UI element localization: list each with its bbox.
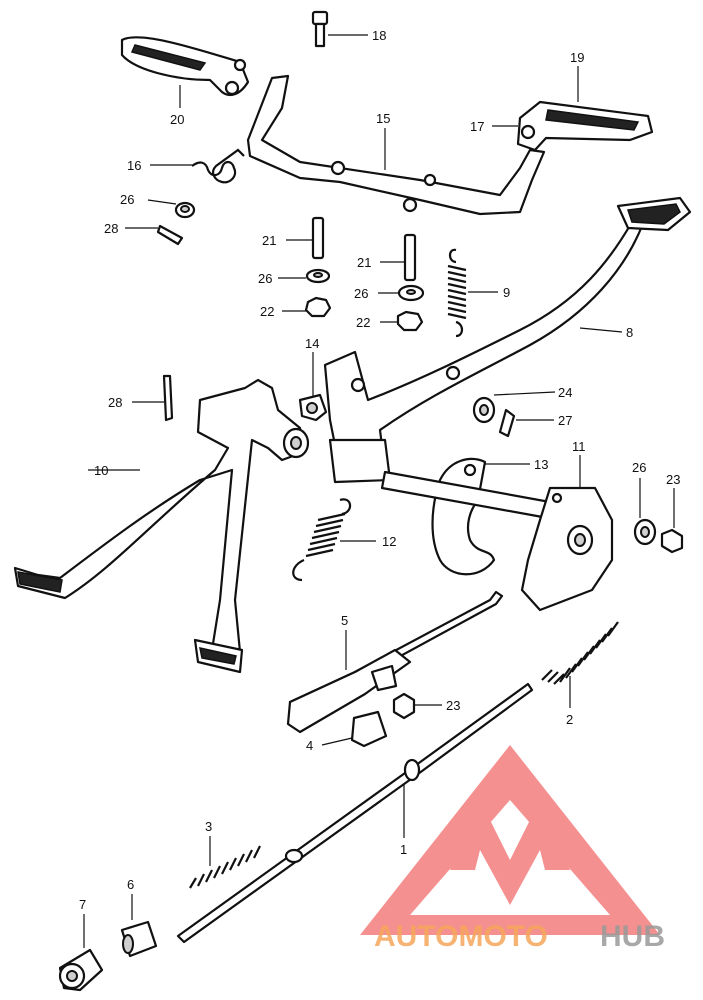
part-26-washer-a <box>147 199 196 219</box>
part-26-washer-b <box>278 268 331 284</box>
part-23-nut-b <box>392 692 442 720</box>
label-21-a: 21 <box>262 233 276 248</box>
part-13-plate <box>431 457 530 576</box>
part-18-bolt <box>311 10 368 48</box>
label-20: 20 <box>170 112 184 127</box>
label-8: 8 <box>626 325 633 340</box>
label-23-a: 23 <box>666 472 680 487</box>
label-28-b: 28 <box>108 395 122 410</box>
part-5-brake-rod <box>286 590 504 734</box>
label-26-d: 26 <box>632 460 646 475</box>
label-5: 5 <box>341 613 348 628</box>
part-21-pin-b <box>380 233 417 282</box>
part-26-washer-d <box>633 478 657 546</box>
label-26-c: 26 <box>354 286 368 301</box>
part-16-spring <box>150 148 245 184</box>
label-28-a: 28 <box>104 221 118 236</box>
watermark-triangle-inner <box>410 800 610 915</box>
part-4-clevis <box>321 710 388 748</box>
part-19-footpeg-right <box>492 66 654 152</box>
label-21-b: 21 <box>357 255 371 270</box>
part-1-long-rod <box>176 682 534 944</box>
label-14: 14 <box>305 336 319 351</box>
part-8-brake-pedal <box>323 196 692 484</box>
part-3-spring <box>189 836 261 889</box>
part-28-cotter-pin-b <box>132 374 174 422</box>
label-23-b: 23 <box>446 698 460 713</box>
part-9-spring <box>447 248 498 338</box>
part-20-footpeg-left <box>120 36 250 108</box>
label-26-b: 26 <box>258 271 272 286</box>
label-26-a: 26 <box>120 192 134 207</box>
label-13: 13 <box>534 457 548 472</box>
part-7-nut <box>58 914 104 992</box>
label-4: 4 <box>306 738 313 753</box>
watermark-text-automoto: AUTOMOTO <box>374 920 548 953</box>
part-21-pin-a <box>286 216 325 260</box>
label-27: 27 <box>558 413 572 428</box>
label-24: 24 <box>558 385 572 400</box>
part-10-main-stand <box>13 378 310 674</box>
watermark-text-hub: HUB <box>600 920 665 953</box>
label-12: 12 <box>382 534 396 549</box>
label-9: 9 <box>503 285 510 300</box>
part-14-adjuster <box>298 352 328 422</box>
label-18: 18 <box>372 28 386 43</box>
label-1: 1 <box>400 842 407 857</box>
watermark-logo <box>360 745 660 935</box>
part-15-step-bar <box>246 74 546 216</box>
part-22-nut-b <box>380 310 424 332</box>
label-7: 7 <box>79 897 86 912</box>
label-6: 6 <box>127 877 134 892</box>
part-23-nut-a <box>660 488 684 554</box>
label-17: 17 <box>470 119 484 134</box>
watermark-text: AUTOMOTO HUB <box>374 920 665 953</box>
label-15: 15 <box>376 111 390 126</box>
label-22-b: 22 <box>356 315 370 330</box>
part-26-washer-c <box>378 284 425 302</box>
label-10: 10 <box>94 463 108 478</box>
label-3: 3 <box>205 819 212 834</box>
callout-labels: 18 19 20 15 17 16 26 28 21 21 26 26 9 22… <box>79 28 680 912</box>
label-19: 19 <box>570 50 584 65</box>
label-22-a: 22 <box>260 304 274 319</box>
label-11: 11 <box>572 439 586 454</box>
watermark-m-shape <box>450 800 570 905</box>
label-2: 2 <box>566 712 573 727</box>
part-2-spring <box>541 621 619 708</box>
part-11-bracket <box>520 455 614 612</box>
part-22-nut-a <box>282 296 332 318</box>
part-27-pin <box>498 408 554 438</box>
part-12-spring <box>292 498 376 582</box>
part-6-bushing <box>120 894 158 958</box>
part-28-cotter-pin-a <box>125 224 184 246</box>
part-24-washer <box>472 391 556 424</box>
label-16: 16 <box>127 158 141 173</box>
